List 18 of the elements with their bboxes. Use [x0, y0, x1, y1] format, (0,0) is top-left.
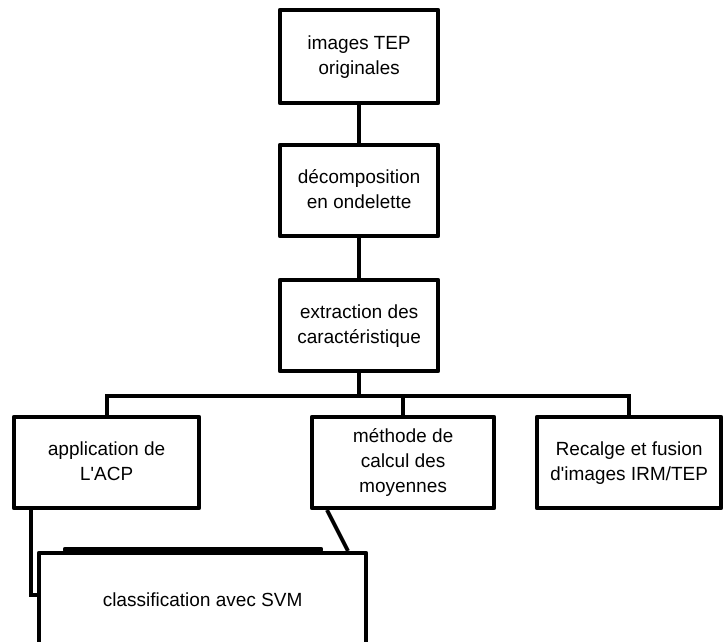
process-box — [12, 415, 201, 510]
process-box — [278, 8, 440, 105]
box-text: méthode de calcul des moyennes — [352, 425, 454, 499]
process-box — [310, 415, 496, 510]
box-text: extraction des caractéristique — [296, 300, 422, 350]
box-text: images TEP originales — [306, 32, 412, 80]
box-text: décomposition en ondelette — [296, 166, 422, 214]
box-text: Recalge et fusion d'images IRM/TEP — [549, 438, 709, 486]
box-text: classification avec SVM — [102, 588, 304, 613]
box-text: application de L'ACP — [46, 438, 166, 486]
connector-line — [325, 509, 350, 552]
process-box — [37, 551, 368, 642]
process-box — [278, 143, 440, 238]
process-box — [278, 278, 440, 373]
process-box — [535, 415, 723, 510]
connector-line — [357, 105, 361, 143]
connector-line — [29, 510, 37, 597]
connector-line — [357, 238, 361, 278]
